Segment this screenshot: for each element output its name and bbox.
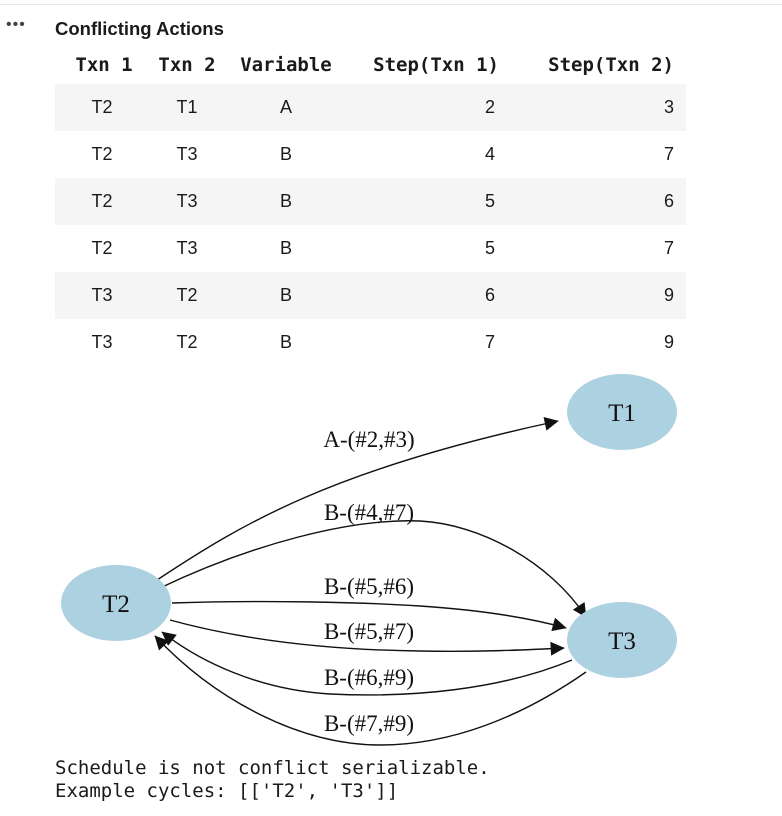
cell-variable: A — [279, 97, 292, 117]
cell-txn-1: T2 — [91, 191, 113, 211]
cell-step-txn-1: 2 — [484, 97, 495, 117]
cell-variable: B — [279, 191, 292, 211]
edge-t2-t3-b-5-7 — [169, 619, 565, 656]
table-row: T2 T3 B 5 7 — [55, 225, 686, 272]
cell-step-txn-2: 7 — [663, 144, 674, 164]
cell-step-txn-1: 5 — [484, 238, 495, 258]
column-header-txn-2: Txn 2 — [158, 54, 216, 76]
table-row: T3 T2 B 7 9 — [55, 319, 686, 366]
cell-step-txn-1: 4 — [484, 144, 495, 164]
cell-step-txn-1: 7 — [484, 332, 495, 352]
cell-step-txn-2: 9 — [663, 285, 674, 305]
edge-t2-t3-b-5-6 — [171, 600, 567, 632]
edge-t2-t3-b-4-7 — [159, 520, 587, 618]
ellipsis-icon[interactable]: ••• — [6, 16, 26, 33]
cell-variable: B — [279, 238, 292, 258]
result-line-verdict: Schedule is not conflict serializable. — [55, 757, 490, 779]
edge-t3-t2-b-7-9 — [154, 635, 587, 746]
edge-label-b-5-7: B-(#5,#7) — [324, 619, 414, 644]
column-header-step-txn-1: Step(Txn 1) — [373, 54, 499, 76]
edge-label-b-4-7: B-(#4,#7) — [324, 500, 414, 525]
table-row: T2 T1 A 2 3 — [55, 84, 686, 131]
output-title: Conflicting Actions — [55, 18, 224, 39]
cell-txn-1: T2 — [91, 144, 113, 164]
node-label-t3: T3 — [608, 628, 636, 655]
cell-step-txn-1: 6 — [484, 285, 495, 305]
cell-variable: B — [279, 332, 292, 352]
edge-t3-t2-b-6-9 — [161, 631, 573, 696]
cell-txn-1: T2 — [91, 97, 113, 117]
cell-txn-2: T3 — [176, 191, 198, 211]
node-t1 — [567, 374, 677, 450]
cell-txn-2: T2 — [176, 332, 198, 352]
column-header-txn-1: Txn 1 — [75, 54, 133, 76]
cell-variable: B — [279, 285, 292, 305]
result-line-cycles: Example cycles: [['T2', 'T3']] — [55, 780, 399, 802]
cell-txn-1: T3 — [91, 332, 113, 352]
cell-step-txn-2: 7 — [663, 238, 674, 258]
edge-label-b-6-9: B-(#6,#9) — [324, 665, 414, 690]
cell-step-txn-2: 9 — [663, 332, 674, 352]
node-t3 — [567, 602, 677, 678]
edge-label-b-7-9: B-(#7,#9) — [324, 711, 414, 736]
edge-label-b-5-6: B-(#5,#6) — [324, 574, 414, 599]
table-row: T3 T2 B 6 9 — [55, 272, 686, 319]
cell-txn-1: T2 — [91, 238, 113, 258]
cell-txn-2: T3 — [176, 238, 198, 258]
serializability-result: Schedule is not conflict serializable.Ex… — [55, 757, 490, 803]
column-header-variable: Variable — [240, 54, 332, 76]
edge-label-a-2-3: A-(#2,#3) — [323, 427, 414, 452]
node-t2 — [61, 565, 171, 641]
table-header-row: Txn 1 Txn 2 Variable Step(Txn 1) Step(Tx… — [55, 46, 686, 84]
edge-t2-t1-a-2-3 — [156, 416, 559, 581]
cell-step-txn-2: 6 — [663, 191, 674, 211]
cell-top-divider — [0, 4, 782, 5]
column-header-step-txn-2: Step(Txn 2) — [548, 54, 674, 76]
cell-txn-2: T3 — [176, 144, 198, 164]
cell-txn-2: T2 — [176, 285, 198, 305]
table-row: T2 T3 B 4 7 — [55, 131, 686, 178]
cell-txn-2: T1 — [176, 97, 198, 117]
table-row: T2 T3 B 5 6 — [55, 178, 686, 225]
cell-variable: B — [279, 144, 292, 164]
node-label-t2: T2 — [102, 591, 130, 618]
conflicting-actions-table: Txn 1 Txn 2 Variable Step(Txn 1) Step(Tx… — [55, 46, 686, 366]
node-label-t1: T1 — [608, 400, 636, 427]
cell-step-txn-2: 3 — [663, 97, 674, 117]
cell-txn-1: T3 — [91, 285, 113, 305]
cell-step-txn-1: 5 — [484, 191, 495, 211]
